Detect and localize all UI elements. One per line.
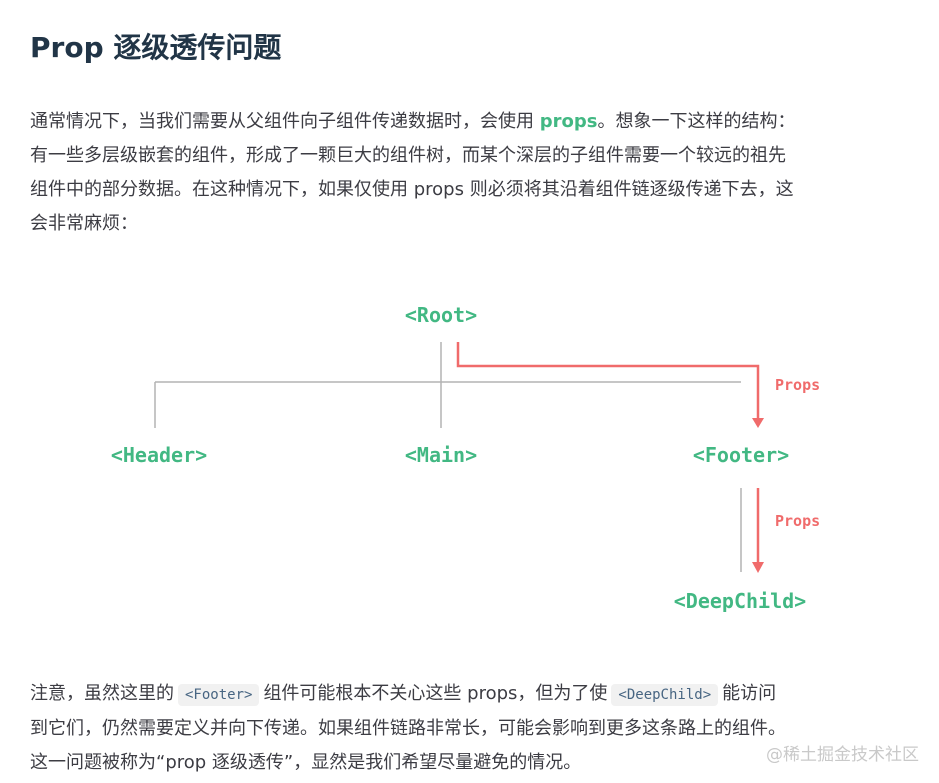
note-line-2: 到它们，仍然需要定义并向下传递。如果组件链路非常长，可能会影响到更多这条路上的组… xyxy=(30,718,786,739)
note-text: 注意，虽然这里的 xyxy=(30,683,174,704)
footer-code: <Footer> xyxy=(178,684,260,706)
intro-line-2: 有一些多层级嵌套的组件，形成了一颗巨大的组件树，而某个深层的子组件需要一个较远的… xyxy=(30,145,786,166)
intro-line-1: 通常情况下，当我们需要从父组件向子组件传递数据时，会使用 props。想象一下这… xyxy=(30,105,910,139)
props-arrows xyxy=(456,342,760,564)
node-deepchild: <DeepChild> xyxy=(674,589,806,613)
deepchild-code: <DeepChild> xyxy=(611,684,719,706)
component-tree-svg: <Root> <Header> <Main> <Footer> <DeepChi… xyxy=(111,303,820,613)
node-footer: <Footer> xyxy=(693,443,789,467)
note-line-1: 注意，虽然这里的<Footer>组件可能根本不关心这些 props，但为了使<D… xyxy=(30,677,910,712)
node-root: <Root> xyxy=(405,303,477,327)
intro-paragraph: 通常情况下，当我们需要从父组件向子组件传递数据时，会使用 props。想象一下这… xyxy=(30,105,910,241)
intro-line-4: 会非常麻烦： xyxy=(30,213,138,234)
arrowheads xyxy=(752,418,764,573)
props-label-root-footer: Props xyxy=(775,376,820,394)
tree-connectors xyxy=(154,342,742,572)
node-main: <Main> xyxy=(405,443,477,467)
root-to-footer-props-arrow xyxy=(456,342,760,420)
intro-text: 通常情况下，当我们需要从父组件向子组件传递数据时，会使用 xyxy=(30,111,540,132)
intro-line-3: 组件中的部分数据。在这种情况下，如果仅使用 props 则必须将其沿着组件链逐级… xyxy=(30,179,794,200)
prop-drilling-diagram: <Root> <Header> <Main> <Footer> <DeepChi… xyxy=(0,280,939,640)
note-text: 组件可能根本不关心这些 props，但为了使 xyxy=(263,683,608,704)
props-link[interactable]: props xyxy=(539,111,598,132)
watermark: @稀土掘金技术社区 xyxy=(766,745,919,765)
page-title: Prop 逐级透传问题 xyxy=(30,31,282,64)
arrowhead-icon xyxy=(752,562,764,573)
intro-text: 。想象一下这样的结构： xyxy=(597,111,796,132)
note-line-3: 这一问题被称为“prop 逐级透传”，显然是我们希望尽量避免的情况。 xyxy=(30,752,582,773)
node-header: <Header> xyxy=(111,443,207,467)
props-label-footer-deepchild: Props xyxy=(775,512,820,530)
arrowhead-icon xyxy=(752,418,764,428)
note-paragraph: 注意，虽然这里的<Footer>组件可能根本不关心这些 props，但为了使<D… xyxy=(30,677,910,780)
note-text: 能访问 xyxy=(722,683,777,704)
